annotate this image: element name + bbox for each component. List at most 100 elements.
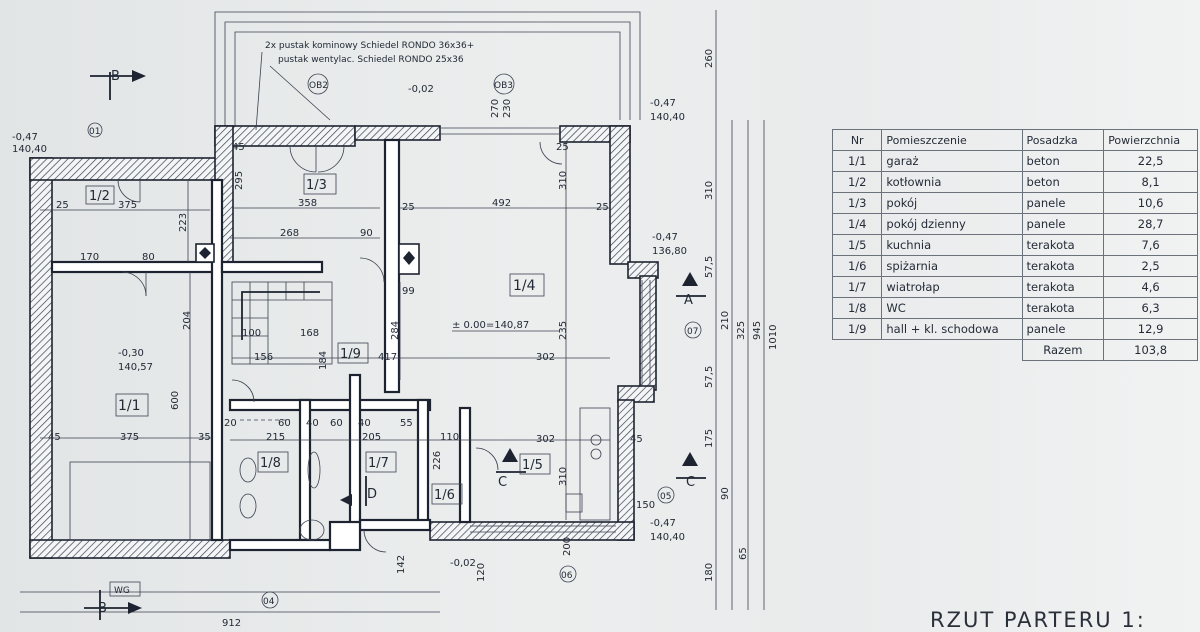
cell-nr: 1/1 — [831, 150, 883, 172]
dim-value: 600 — [170, 391, 181, 410]
table-header-row: Nr Pomieszczenie Posadzka Powierzchnia — [831, 129, 1198, 151]
dim-value: 90 — [720, 487, 731, 500]
cell-nr: 1/4 — [831, 213, 883, 235]
opening-06: 06 — [561, 571, 573, 581]
cell-room: hall + kl. schodowa — [881, 318, 1023, 340]
col-nr: Nr — [831, 129, 883, 151]
dim-value: 175 — [704, 429, 715, 448]
col-room: Pomieszczenie — [881, 129, 1023, 151]
dim-value: 325 — [736, 321, 747, 340]
dim-value: 60 — [330, 418, 343, 429]
room-label-1-1: 1/1 — [118, 398, 141, 414]
dim-value: 1010 — [768, 325, 779, 350]
dim-value: 25 — [56, 200, 69, 211]
cell-area: 12,9 — [1103, 318, 1198, 340]
cell-room: garaż — [881, 150, 1023, 172]
room-label-1-3: 1/3 — [306, 178, 327, 193]
drawing-title: RZUT PARTERU 1: — [930, 608, 1146, 632]
cell-nr: 1/9 — [831, 318, 883, 340]
dimension-lines — [20, 10, 765, 613]
floor-plan: B B A C C D 2x pustak kominowy Schiedel … — [12, 10, 779, 629]
dim-value: 90 — [360, 228, 373, 239]
cell-total-label: Razem — [1021, 339, 1105, 361]
cell-room: WC — [881, 297, 1023, 319]
section-c-left: C — [498, 475, 507, 490]
dim-value: 284 — [390, 321, 401, 340]
dim-value: 99 — [402, 286, 415, 297]
dim-value: 25 — [402, 202, 415, 213]
level-marks: ± 0.00=140,87 -0,30 140,57 -0,47 140,40 … — [12, 84, 687, 569]
dim-value: 180 — [704, 563, 715, 582]
dim-value: 417 — [378, 352, 397, 363]
dim-value: 205 — [362, 432, 381, 443]
room-label-1-6: 1/6 — [434, 488, 455, 503]
cell-room: pokój — [881, 192, 1023, 214]
opening-ob3: OB3 — [494, 81, 513, 91]
room-schedule-table: Nr Pomieszczenie Posadzka Powierzchnia 1… — [831, 129, 1198, 361]
interior-walls — [50, 138, 472, 552]
room-label-1-5: 1/5 — [522, 458, 543, 473]
cell-area: 22,5 — [1103, 150, 1198, 172]
cell-area: 7,6 — [1103, 234, 1198, 256]
staircase — [231, 281, 333, 365]
level-left-top: -0,47 — [12, 132, 38, 143]
level-entrance: -0,02 — [450, 558, 476, 569]
dim-value: 912 — [222, 618, 241, 629]
cell-area: 10,6 — [1103, 192, 1198, 214]
dim-value: 57,5 — [704, 256, 715, 278]
dim-value: 310 — [558, 467, 569, 486]
dim-value: 168 — [300, 328, 319, 339]
dim-value: 223 — [178, 213, 189, 232]
dim-value: 200 — [562, 537, 573, 556]
room-labels: 1/2 1/3 1/4 1/1 1/9 1/8 1/7 1/5 1/6 — [85, 173, 551, 505]
level-terrace: -0,47 — [650, 98, 676, 109]
doors — [117, 141, 563, 553]
cell-empty — [833, 340, 882, 361]
dim-value: 100 — [242, 328, 261, 339]
dim-value: 184 — [318, 351, 329, 370]
room-label-1-4: 1/4 — [513, 278, 536, 294]
dim-value: 270 — [490, 99, 501, 118]
cell-room: spiżarnia — [881, 255, 1023, 277]
cell-floor: panele — [1021, 213, 1105, 235]
cell-area: 2,5 — [1103, 255, 1198, 277]
cell-floor: terakota — [1021, 255, 1105, 277]
dim-value: 235 — [558, 321, 569, 340]
dim-value: 230 — [502, 99, 513, 118]
dim-value: 142 — [396, 555, 407, 574]
dim-value: 45 — [48, 432, 61, 443]
dim-value: 358 — [298, 198, 317, 209]
dim-value: 25 — [556, 142, 569, 153]
level-bottom-right: -0,47 — [650, 518, 676, 529]
dim-value: 295 — [234, 171, 245, 190]
room-label-1-7: 1/7 — [368, 456, 389, 471]
cell-nr: 1/2 — [831, 171, 883, 193]
dim-value: 40 — [306, 418, 319, 429]
cell-floor: panele — [1021, 318, 1105, 340]
terrace-outline — [214, 11, 641, 130]
dim-value: 65 — [738, 547, 749, 560]
dim-value: 375 — [118, 200, 137, 211]
cell-room: pokój dzienny — [881, 213, 1023, 235]
cell-floor: terakota — [1021, 297, 1105, 319]
dim-value: 204 — [182, 311, 193, 330]
cell-nr: 1/6 — [831, 255, 883, 277]
dim-value: 375 — [120, 432, 139, 443]
section-markers: B B A C C D — [84, 69, 706, 620]
dimension-values: 375 358 492 268 170 80 90 99 168 100 156… — [48, 49, 779, 629]
cell-area: 28,7 — [1103, 213, 1198, 235]
cell-nr: 1/7 — [831, 276, 883, 298]
cell-floor: terakota — [1021, 276, 1105, 298]
dim-value: 150 — [636, 500, 655, 511]
dim-value: 170 — [80, 252, 99, 263]
dim-value: 45 — [630, 434, 643, 445]
cell-floor: terakota — [1021, 234, 1105, 256]
dim-value: 156 — [254, 352, 273, 363]
dim-value: 110 — [440, 432, 459, 443]
section-b-top: B — [111, 69, 120, 84]
